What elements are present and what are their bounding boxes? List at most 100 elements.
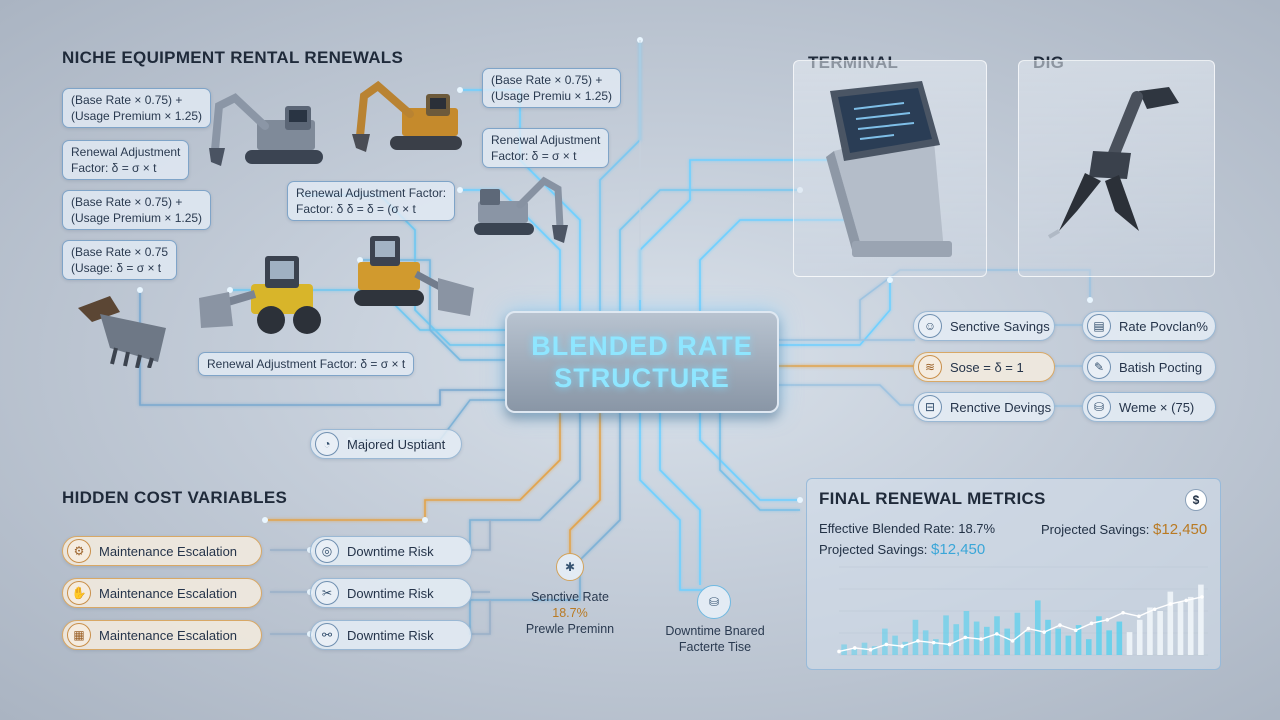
chart-point: [1058, 623, 1062, 627]
chart-point: [1184, 598, 1189, 603]
chart-point: [931, 640, 936, 645]
chart-point: [995, 632, 999, 636]
chart-bar: [984, 626, 990, 655]
chart-point: [1105, 618, 1110, 622]
excavator-orange-icon: [352, 80, 462, 152]
projected-savings-left: Projected Savings: $12,450: [819, 541, 986, 558]
chart-bar: [1004, 628, 1011, 655]
chart-point: [1168, 602, 1173, 606]
pill-renctive-devings: ⊟Renctive Devings: [913, 392, 1055, 422]
link-icon: ⚯: [315, 623, 339, 647]
chart-bar: [1116, 621, 1123, 655]
scissors-icon: ✂: [315, 581, 339, 605]
chart-bar: [1126, 632, 1133, 655]
dig-panel: [1018, 60, 1215, 277]
center-title-line1: BLENDED RATE: [531, 331, 753, 361]
downtime-risk-pill-3: ⚯Downtime Risk: [310, 620, 472, 650]
chart-point: [947, 642, 952, 647]
chart-point: [900, 644, 904, 648]
chart-bar: [953, 624, 960, 655]
target-icon: ◎: [315, 539, 339, 563]
chart-point: [1137, 614, 1141, 619]
center-title-line2: STRUCTURE: [554, 363, 730, 393]
renewal-adjustment-chip: Renewal Adjustment Factor: δ = σ × t: [198, 352, 415, 376]
heading-niche-equipment: NICHE EQUIPMENT RENTAL RENEWALS: [62, 48, 404, 67]
terminal-panel: [793, 60, 987, 277]
chart-bar: [871, 646, 878, 655]
formula-chip-3: (Base Rate × 0.75) +(Usage Premium × 1.2…: [62, 190, 212, 230]
chart-bar: [1157, 611, 1163, 655]
chart-point: [1089, 621, 1094, 626]
pill-rate-povclan: ▤Rate Povclan%: [1082, 311, 1216, 341]
maintenance-escalation-pill-1: ⚙Maintenance Escalation: [62, 536, 262, 566]
wheel-loader-icon: [199, 256, 321, 334]
gear-icon: ⚙: [67, 539, 91, 563]
chart-bar: [851, 647, 858, 655]
formula-chip-top-a: (Base Rate × 0.75) +(Usage Premiu × 1.25…: [482, 68, 622, 108]
chart-bar: [1045, 619, 1051, 655]
chart-point: [1121, 610, 1125, 615]
chart-point: [884, 642, 889, 647]
chart-bar: [922, 630, 929, 655]
hand-icon: ✋: [67, 581, 91, 605]
pill-sose: ≋Sose = δ = 1: [913, 352, 1055, 382]
chart-point: [1026, 626, 1031, 631]
database-icon: ⛁: [1087, 395, 1111, 419]
renewal-bar-chart: [837, 566, 1208, 656]
document-icon: ▤: [1087, 314, 1111, 338]
chart-bar: [943, 615, 949, 655]
chart-point: [1042, 630, 1046, 634]
chart-bar: [912, 619, 919, 655]
heading-hidden-cost: HIDDEN COST VARIABLES: [62, 488, 288, 507]
sensitive-rate-text: Senctive Rate 18.7% Prewle Preminn: [525, 590, 615, 636]
pill-weme: ⛁Weme × (75): [1082, 392, 1216, 422]
terminal-kiosk-icon: [826, 81, 952, 257]
grid-icon: ▦: [67, 623, 91, 647]
waves-icon: ≋: [918, 355, 942, 379]
formula-chip-top-c: Renewal Adjustment Factor:Factor: δ δ = …: [287, 181, 456, 221]
chart-bar: [882, 628, 888, 655]
chart-point: [979, 637, 983, 641]
hydraulic-grapple-icon: [1047, 87, 1179, 239]
projected-savings-right: Projected Savings: $12,450: [1041, 521, 1208, 538]
chart-bar: [1198, 584, 1204, 655]
gauge-icon: ◔: [315, 432, 339, 456]
chart-bar: [1075, 625, 1082, 655]
chart-bar: [933, 639, 939, 655]
chart-bar: [1014, 612, 1021, 655]
excavator-icon: [209, 93, 323, 166]
chart-bar: [1085, 639, 1092, 655]
downtime-node-text: Downtime Bnared Facterte Tise: [665, 624, 765, 654]
chart-point: [1073, 628, 1078, 633]
chart-bar: [1177, 602, 1184, 655]
chart-point: [963, 635, 968, 640]
smile-icon: ☺: [918, 314, 942, 338]
chart-bar: [902, 641, 909, 655]
chart-point: [1010, 639, 1015, 643]
chart-bar: [1096, 616, 1102, 655]
chart-bar: [1065, 635, 1072, 655]
chart-point: [1200, 595, 1204, 599]
majored-usptiant-pill: ◔ Majored Usptiant: [310, 429, 462, 459]
chart-bar: [1034, 600, 1041, 655]
chart-bar: [1106, 630, 1112, 655]
downtime-risk-pill-2: ✂Downtime Risk: [310, 578, 472, 608]
downtime-risk-pill-1: ◎Downtime Risk: [310, 536, 472, 566]
chart-trend-line: [838, 596, 1203, 653]
formula-chip-4: (Base Rate × 0.75(Usage: δ = σ × t: [62, 240, 178, 280]
chart-bar: [963, 611, 970, 655]
chart-bar: [1055, 628, 1061, 655]
chart-bar: [1187, 596, 1194, 655]
pill-batish-pocting: ✎Batish Pocting: [1082, 352, 1216, 382]
final-renewal-metrics-panel: FINAL RENEWAL METRICS $ Effective Blende…: [806, 478, 1221, 670]
downtime-node-icon: ⛁: [697, 585, 731, 619]
maintenance-escalation-pill-3: ▦Maintenance Escalation: [62, 620, 262, 650]
chart-bar: [1024, 632, 1031, 655]
formula-chip-1: (Base Rate × 0.75) +(Usage Premium × 1.2…: [62, 88, 212, 128]
chart-bar: [1136, 619, 1143, 655]
effective-blended-rate: Effective Blended Rate: 18.7%: [819, 521, 996, 536]
dozer-loader-icon: [354, 236, 474, 316]
